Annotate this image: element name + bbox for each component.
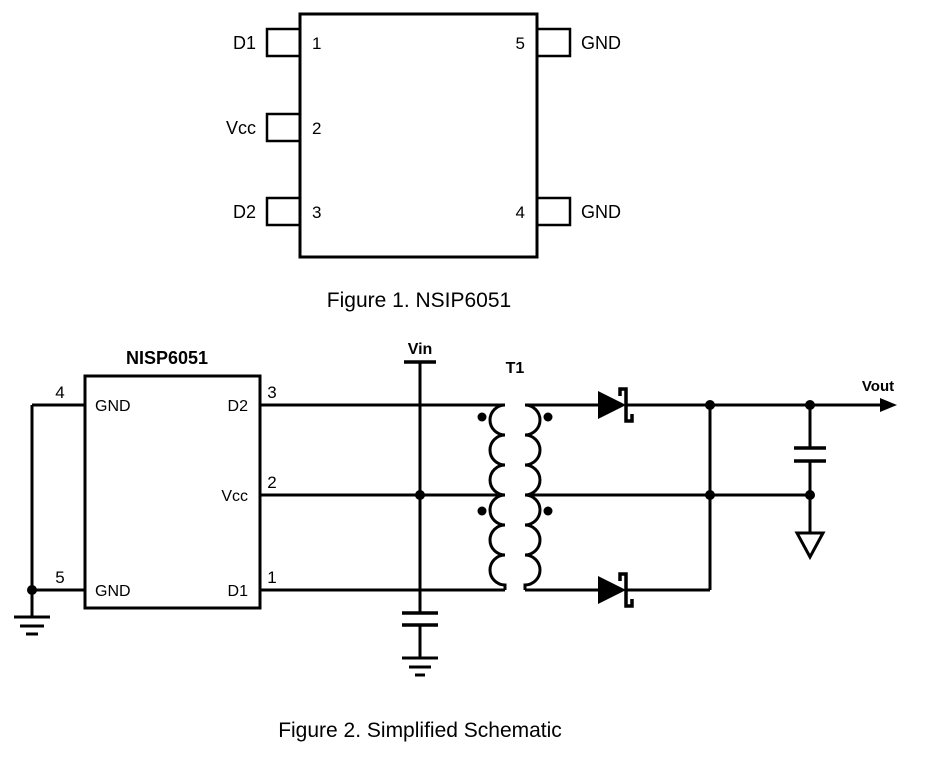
phase-dot-primary-bottom — [477, 506, 487, 516]
ground-symbol-left — [14, 615, 50, 636]
fig2-pin5-number: 5 — [55, 568, 64, 587]
fig1-pin3-pad — [265, 196, 302, 227]
fig1-pin2-number: 2 — [312, 119, 321, 138]
junction-dot-vout-1 — [705, 400, 715, 410]
fig1-pin3-number: 3 — [312, 203, 321, 222]
phase-dot-primary-top — [477, 412, 487, 422]
schottky-diode-top — [598, 391, 626, 419]
figure1-caption: Figure 1. NSIP6051 — [327, 289, 511, 312]
figure1-pinout: D1 Vcc D2 GND GND 1 2 3 5 4 Figure 1. NS… — [226, 12, 621, 312]
fig2-pin2-number: 2 — [267, 473, 276, 492]
junction-dot-vin-vcc — [415, 490, 425, 500]
fig2-pin3-label: D2 — [228, 398, 249, 415]
ground-symbol-vin — [402, 656, 438, 677]
fig2-ic-body — [83, 374, 262, 610]
ground-triangle-output — [794, 531, 826, 561]
schottky-diode-bottom — [598, 576, 626, 604]
fig2-pin5-label: GND — [95, 583, 131, 600]
figure2-caption: Figure 2. Simplified Schematic — [278, 719, 562, 742]
junction-dot-mid-2 — [805, 490, 815, 500]
fig1-pin4-label: GND — [581, 202, 621, 222]
transformer-primary-winding — [488, 403, 507, 590]
fig2-pin1-label: D1 — [228, 583, 249, 600]
fig1-pin1-label: D1 — [233, 33, 256, 53]
vout-label: Vout — [862, 378, 894, 395]
transformer-label: T1 — [506, 360, 525, 377]
vin-label: Vin — [408, 341, 433, 358]
fig1-package-body — [298, 12, 539, 259]
fig2-pin4-label: GND — [95, 398, 131, 415]
fig1-pin1-number: 1 — [312, 34, 321, 53]
fig1-pin1-pad — [265, 27, 302, 58]
fig2-pin2-label: Vcc — [221, 488, 248, 505]
fig1-pin4-pad — [535, 196, 572, 227]
vout-arrowhead — [880, 398, 897, 412]
fig1-pin3-label: D2 — [233, 202, 256, 222]
fig1-pin5-pad — [535, 27, 572, 58]
fig1-pin4-number: 4 — [516, 203, 525, 222]
fig1-pin2-label: Vcc — [226, 118, 256, 138]
fig2-ic-label: NISP6051 — [126, 348, 208, 368]
fig2-pin3-number: 3 — [267, 383, 276, 402]
phase-dot-secondary-bottom — [543, 506, 553, 516]
phase-dot-secondary-top — [543, 412, 553, 422]
figure2-schematic: NISP6051 4 5 GND GND 3 2 1 D2 Vcc D1 Vin — [14, 341, 897, 742]
bypass-capacitor — [402, 611, 438, 627]
fig2-pin1-number: 1 — [267, 568, 276, 587]
transformer-secondary-winding — [523, 403, 542, 590]
junction-dot-gnd — [27, 585, 37, 595]
fig2-pin4-number: 4 — [55, 383, 64, 402]
fig1-pin5-label: GND — [581, 33, 621, 53]
fig1-pin2-pad — [265, 112, 302, 143]
fig1-pin5-number: 5 — [516, 34, 525, 53]
output-capacitor — [794, 446, 826, 463]
